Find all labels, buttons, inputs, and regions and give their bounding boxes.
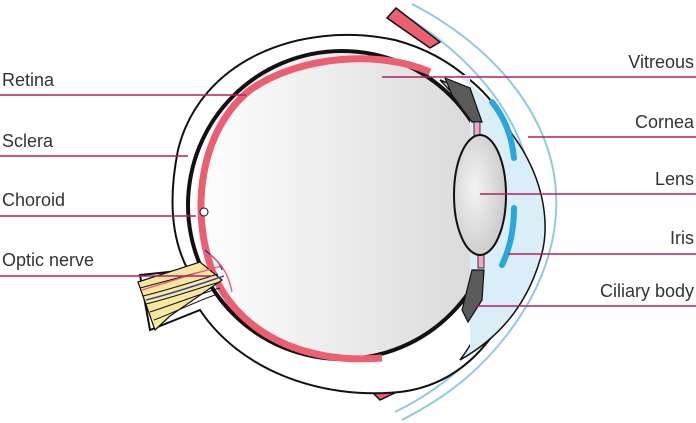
label-iris: Iris	[670, 228, 694, 248]
label-retina: Retina	[2, 70, 55, 90]
iris-lower	[499, 205, 517, 268]
label-lens: Lens	[655, 169, 694, 189]
retina	[197, 55, 432, 363]
iris-upper	[489, 99, 517, 161]
ciliary-body-lower	[461, 269, 485, 324]
leader-lines-left	[0, 94, 246, 277]
optic-nerve	[137, 249, 233, 332]
leader-lines-right	[382, 76, 696, 307]
upper-lid-strip	[385, 6, 442, 49]
label-cornea: Cornea	[635, 112, 695, 132]
vitreous	[190, 53, 494, 357]
label-vitreous: Vitreous	[628, 52, 694, 72]
label-ciliary-body: Ciliary body	[600, 281, 694, 301]
lens	[453, 134, 507, 256]
label-sclera: Sclera	[2, 131, 54, 151]
label-choroid: Choroid	[2, 190, 65, 210]
label-optic-nerve: Optic nerve	[2, 250, 94, 270]
optic-disc-dot	[199, 207, 209, 217]
zonule-upper	[473, 121, 481, 137]
